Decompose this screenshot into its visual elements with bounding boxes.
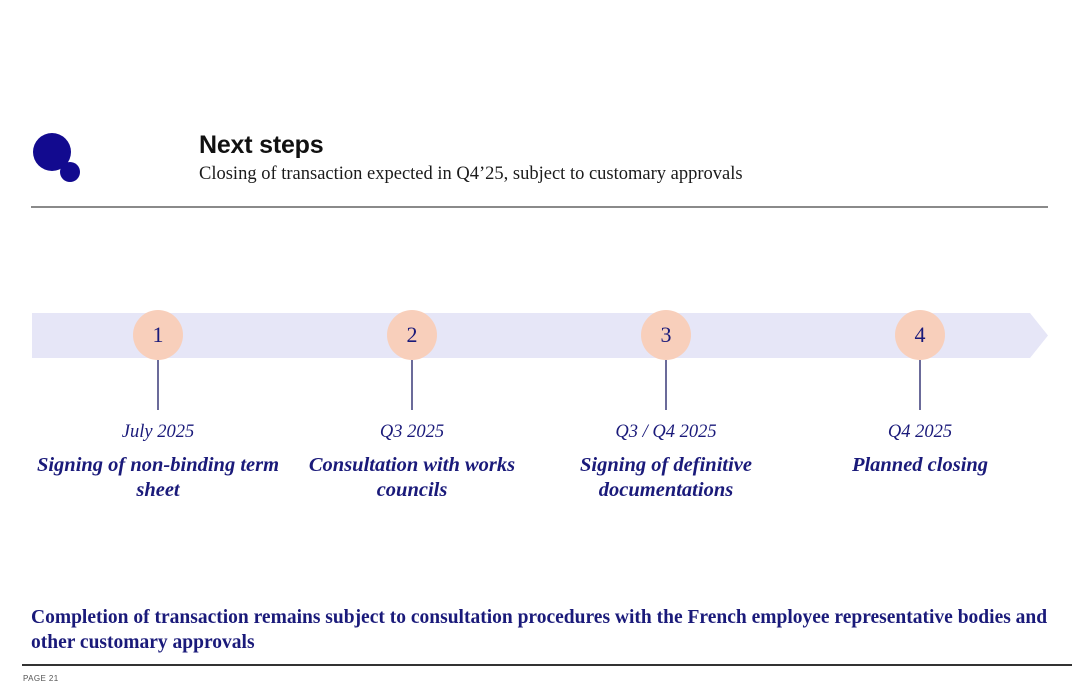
timeline-step-2: 2 Q3 2025 Consultation with works counci… [282, 310, 542, 503]
page-subtitle: Closing of transaction expected in Q4’25… [199, 164, 743, 184]
footer-page-label: PAGE 21 [23, 674, 59, 683]
step-number-circle-1[interactable]: 1 [133, 310, 183, 360]
footer-divider [22, 664, 1072, 666]
step-description-2: Consultation with works councils [308, 454, 516, 501]
step-date-4: Q4 2025 [887, 422, 953, 442]
step-stem-4 [919, 360, 921, 410]
step-description-4: Planned closing [851, 454, 989, 476]
page-title: Next steps [199, 131, 324, 159]
step-stem-3 [665, 360, 667, 410]
step-number-circle-3[interactable]: 3 [641, 310, 691, 360]
step-description-1: Signing of non-binding term sheet [36, 454, 280, 501]
step-description-3: Signing of definitive documentations [580, 454, 752, 501]
logo-dot-small [60, 162, 80, 182]
logo-mark [31, 131, 83, 185]
statement-text: Completion of transaction remains subjec… [31, 607, 1048, 653]
step-date-3: Q3 / Q4 2025 [615, 422, 717, 442]
step-date-2: Q3 2025 [379, 422, 445, 442]
timeline-step-1: 1 July 2025 Signing of non-binding term … [28, 310, 288, 503]
step-stem-2 [411, 360, 413, 410]
step-stem-1 [157, 360, 159, 410]
timeline-step-3: 3 Q3 / Q4 2025 Signing of definitive doc… [536, 310, 796, 503]
header-divider [31, 206, 1048, 208]
step-number-circle-4[interactable]: 4 [895, 310, 945, 360]
timeline-step-4: 4 Q4 2025 Planned closing [790, 310, 1050, 478]
step-date-1: July 2025 [121, 422, 195, 442]
step-number-circle-2[interactable]: 2 [387, 310, 437, 360]
